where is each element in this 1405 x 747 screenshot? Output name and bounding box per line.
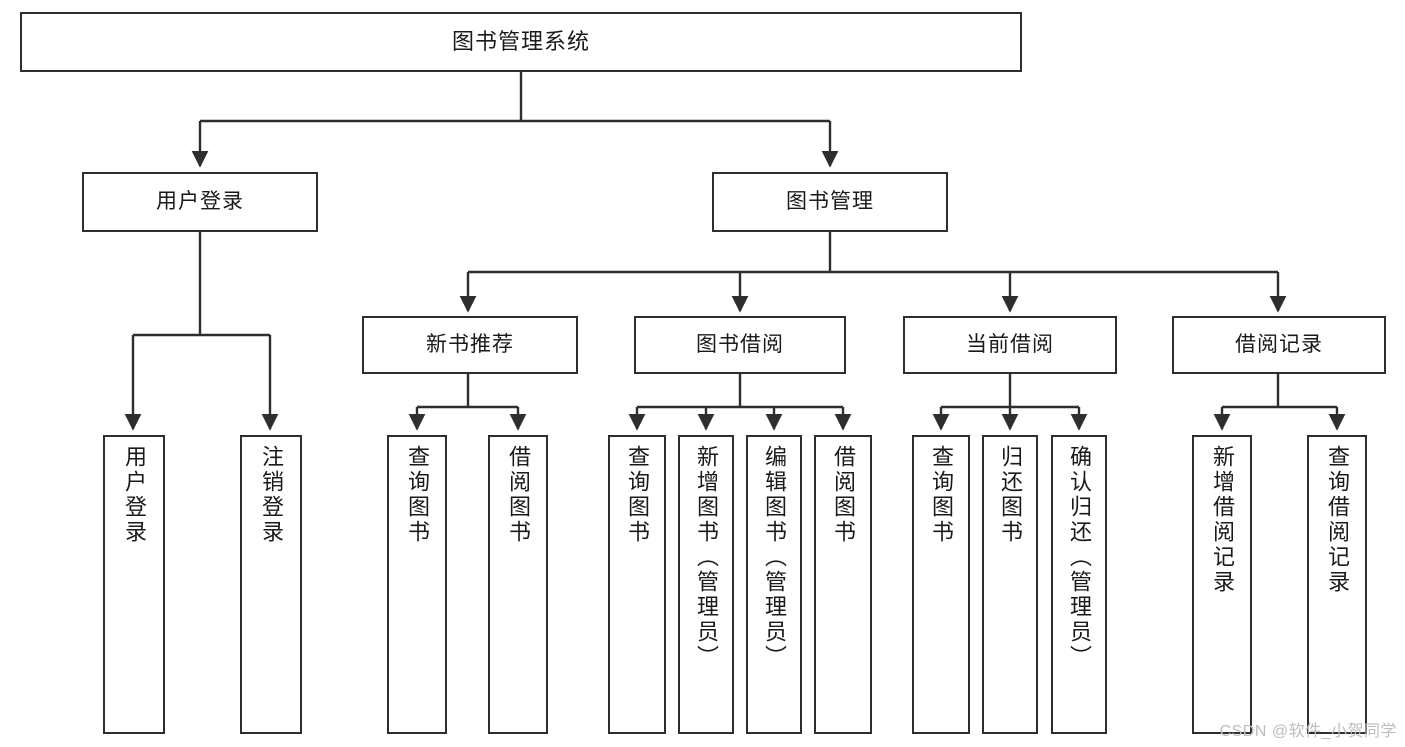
node-leaf-query-book-1-label: 查询图书 (404, 445, 430, 545)
node-leaf-add-book-label: 新增图书（管理员） (693, 445, 719, 670)
node-leaf-query-book-2-label: 查询图书 (624, 445, 650, 545)
node-current-borrow[interactable]: 当前借阅 (903, 316, 1117, 374)
node-leaf-borrow-book-2-label: 借阅图书 (830, 445, 856, 545)
node-leaf-user-login-label: 用户登录 (121, 445, 147, 545)
node-user-login[interactable]: 用户登录 (82, 172, 318, 232)
node-leaf-add-book[interactable]: 新增图书（管理员） (678, 435, 734, 734)
node-leaf-user-logout[interactable]: 注销登录 (240, 435, 302, 734)
node-leaf-borrow-book-2[interactable]: 借阅图书 (814, 435, 872, 734)
node-leaf-query-record-label: 查询借阅记录 (1324, 445, 1350, 595)
node-leaf-confirm-return[interactable]: 确认归还（管理员） (1051, 435, 1107, 734)
node-leaf-add-record[interactable]: 新增借阅记录 (1192, 435, 1252, 734)
node-leaf-return-book-label: 归还图书 (997, 445, 1023, 545)
node-leaf-query-book-1[interactable]: 查询图书 (387, 435, 447, 734)
node-leaf-borrow-book-1[interactable]: 借阅图书 (488, 435, 548, 734)
node-current-borrow-label: 当前借阅 (966, 332, 1054, 356)
node-user-login-label: 用户登录 (156, 189, 244, 213)
node-leaf-edit-book-label: 编辑图书（管理员） (761, 445, 787, 670)
node-book-borrow-label: 图书借阅 (696, 332, 784, 356)
node-book-manage[interactable]: 图书管理 (712, 172, 948, 232)
node-leaf-query-book-3[interactable]: 查询图书 (912, 435, 970, 734)
node-book-manage-label: 图书管理 (786, 189, 874, 213)
node-leaf-query-book-2[interactable]: 查询图书 (608, 435, 666, 734)
node-borrow-record-label: 借阅记录 (1235, 332, 1323, 356)
node-root[interactable]: 图书管理系统 (20, 12, 1022, 72)
node-leaf-query-record[interactable]: 查询借阅记录 (1307, 435, 1367, 734)
node-leaf-edit-book[interactable]: 编辑图书（管理员） (746, 435, 802, 734)
node-leaf-return-book[interactable]: 归还图书 (982, 435, 1038, 734)
node-root-label: 图书管理系统 (451, 29, 590, 55)
node-leaf-confirm-return-label: 确认归还（管理员） (1066, 445, 1092, 670)
node-book-borrow[interactable]: 图书借阅 (634, 316, 846, 374)
node-new-book-rec-label: 新书推荐 (426, 332, 514, 356)
watermark: CSDN @软件_小贺同学 (1219, 723, 1397, 740)
node-leaf-add-record-label: 新增借阅记录 (1209, 445, 1235, 595)
node-leaf-user-logout-label: 注销登录 (258, 445, 284, 545)
node-leaf-query-book-3-label: 查询图书 (928, 445, 954, 545)
node-leaf-user-login[interactable]: 用户登录 (103, 435, 165, 734)
node-new-book-rec[interactable]: 新书推荐 (362, 316, 578, 374)
node-borrow-record[interactable]: 借阅记录 (1172, 316, 1386, 374)
node-leaf-borrow-book-1-label: 借阅图书 (505, 445, 531, 545)
